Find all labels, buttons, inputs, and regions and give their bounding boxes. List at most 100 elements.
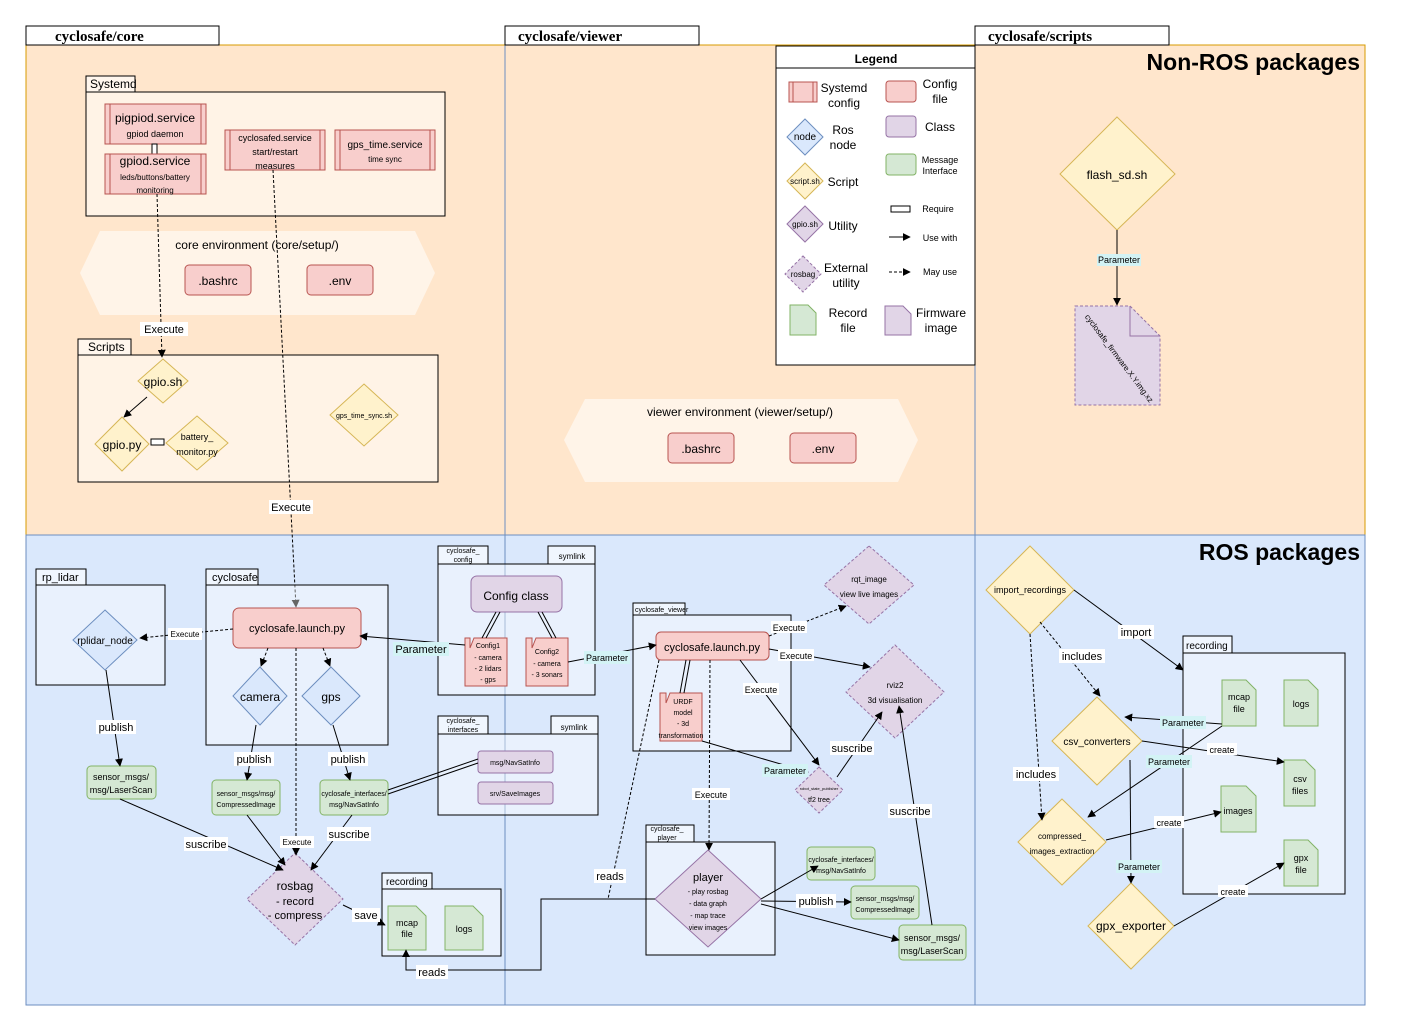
svg-text:publish: publish [331,754,366,766]
svg-text:recording: recording [1186,641,1228,652]
svg-text:gpio.sh: gpio.sh [792,220,818,229]
legend-record-icon [789,304,817,336]
column-scripts: cyclosafe/scripts [974,25,1170,46]
svg-text:battery_monitor.py: battery_monitor.py [176,432,218,457]
cyclosafe-interfaces-package: cyclosafe_interfaces symlink msg/NavSatI… [437,715,599,816]
rp-lidar-package: rp_lidar rplidar_node [35,568,166,686]
svg-text:Execute: Execute [780,651,813,661]
legend-systemd-icon [788,81,818,103]
svg-text:Execute: Execute [171,630,200,639]
gpx-exporter [1087,882,1175,970]
urdf-model [659,692,703,742]
svg-text:gpio.sh: gpio.sh [144,375,183,389]
rosbag-utility [246,852,344,946]
svg-text:camera: camera [240,690,280,704]
svg-text:logs: logs [456,924,473,934]
gpx-file [1283,839,1319,887]
svg-text:Execute: Execute [773,623,806,633]
svg-text:reads: reads [418,967,446,979]
svg-text:create: create [1220,887,1245,897]
rqt-image [823,545,915,625]
svg-text:node: node [794,132,817,143]
csv-converters [1051,696,1143,786]
svg-text:create: create [1209,745,1234,755]
svg-text:includes: includes [1016,769,1057,781]
legend-utility-icon [786,205,824,243]
gps-time-sync [329,383,399,447]
legend-external-icon [784,255,822,293]
svg-text:Config2- camera- 3 sonars: Config2- camera- 3 sonars [531,649,563,679]
svg-text:.env: .env [812,442,835,456]
column-viewer: cyclosafe/viewer [504,25,700,46]
core-environment: core environment (core/setup/) .bashrc .… [80,231,435,315]
images-files [1220,785,1257,833]
navsatinfo-msg [319,779,389,816]
svg-text:player- play rosbag- data grap: player- play rosbag- data graph- map tra… [688,872,729,932]
svg-text:suscribe: suscribe [832,743,873,755]
svg-text:import_recordings: import_recordings [994,585,1067,595]
mcap-file-core [387,905,427,951]
svg-text:script.sh: script.sh [790,177,820,186]
legend-message-icon [885,153,917,176]
svg-text:compressed_images_extraction: compressed_images_extraction [1030,832,1095,856]
legend-class-icon [885,115,917,138]
mcap-file-scripts [1221,679,1257,727]
svg-text:suscribe: suscribe [186,839,227,851]
svg-text:import: import [1121,627,1152,639]
svg-text:symlink: symlink [559,552,587,561]
legend-title: Legend [855,52,898,66]
svg-text:reads: reads [596,871,624,883]
require-link [151,143,158,155]
scripts-group: Scripts gpio.sh gpio.py battery_monitor.… [77,338,439,483]
svg-text:gpx_exporter: gpx_exporter [1096,919,1166,933]
firmware-image: cyclosafe_firmware.X.Y.img.xz [1074,305,1161,406]
svg-text:rp_lidar: rp_lidar [42,572,79,584]
player-navsat-msg [806,846,876,881]
svg-text:cyclosafe.launch.py: cyclosafe.launch.py [249,623,345,635]
svg-text:images: images [1223,806,1253,816]
svg-text:cyclosafe.launch.py: cyclosafe.launch.py [664,642,760,654]
cyclosafe-player-package: cyclosafe_player player- play rosbag- da… [645,824,776,956]
flash-sd-script: flash_sd.sh [1059,116,1176,231]
svg-text:flash_sd.sh: flash_sd.sh [1087,168,1148,182]
robot-state-publisher [794,766,844,814]
config-class [470,575,563,613]
svg-text:sensor_msgs/msg/CompressedImag: sensor_msgs/msg/CompressedImage [855,896,914,914]
legend-script-icon [786,162,824,200]
svg-text:sensor_msgs/msg/LaserScan: sensor_msgs/msg/LaserScan [90,772,153,795]
svg-text:save: save [354,910,377,922]
svg-text:cyclosafe_interfaces/msg/NavSa: cyclosafe_interfaces/msg/NavSatInfo [808,857,873,875]
rviz2 [845,644,945,739]
non-ros-title: Non-ROS packages [1147,49,1360,75]
cyclosafe-viewer-package: cyclosafe_viewer cyclosafe.launch.py URD… [632,602,792,752]
svg-text:Parameter: Parameter [1148,757,1190,767]
legend-config-2: file [932,92,948,106]
svg-text:Parameter: Parameter [1118,862,1160,872]
column-viewer-title: cyclosafe/viewer [518,29,622,45]
logs-file-scripts [1283,679,1319,727]
svg-text:suscribe: suscribe [329,829,370,841]
gps-node [301,666,361,726]
svg-text:rplidar_node: rplidar_node [77,636,133,647]
svg-text:symlink: symlink [561,723,589,732]
svg-text:recording: recording [386,877,428,888]
config1-file [464,637,508,687]
svg-text:Execute: Execute [283,838,312,847]
